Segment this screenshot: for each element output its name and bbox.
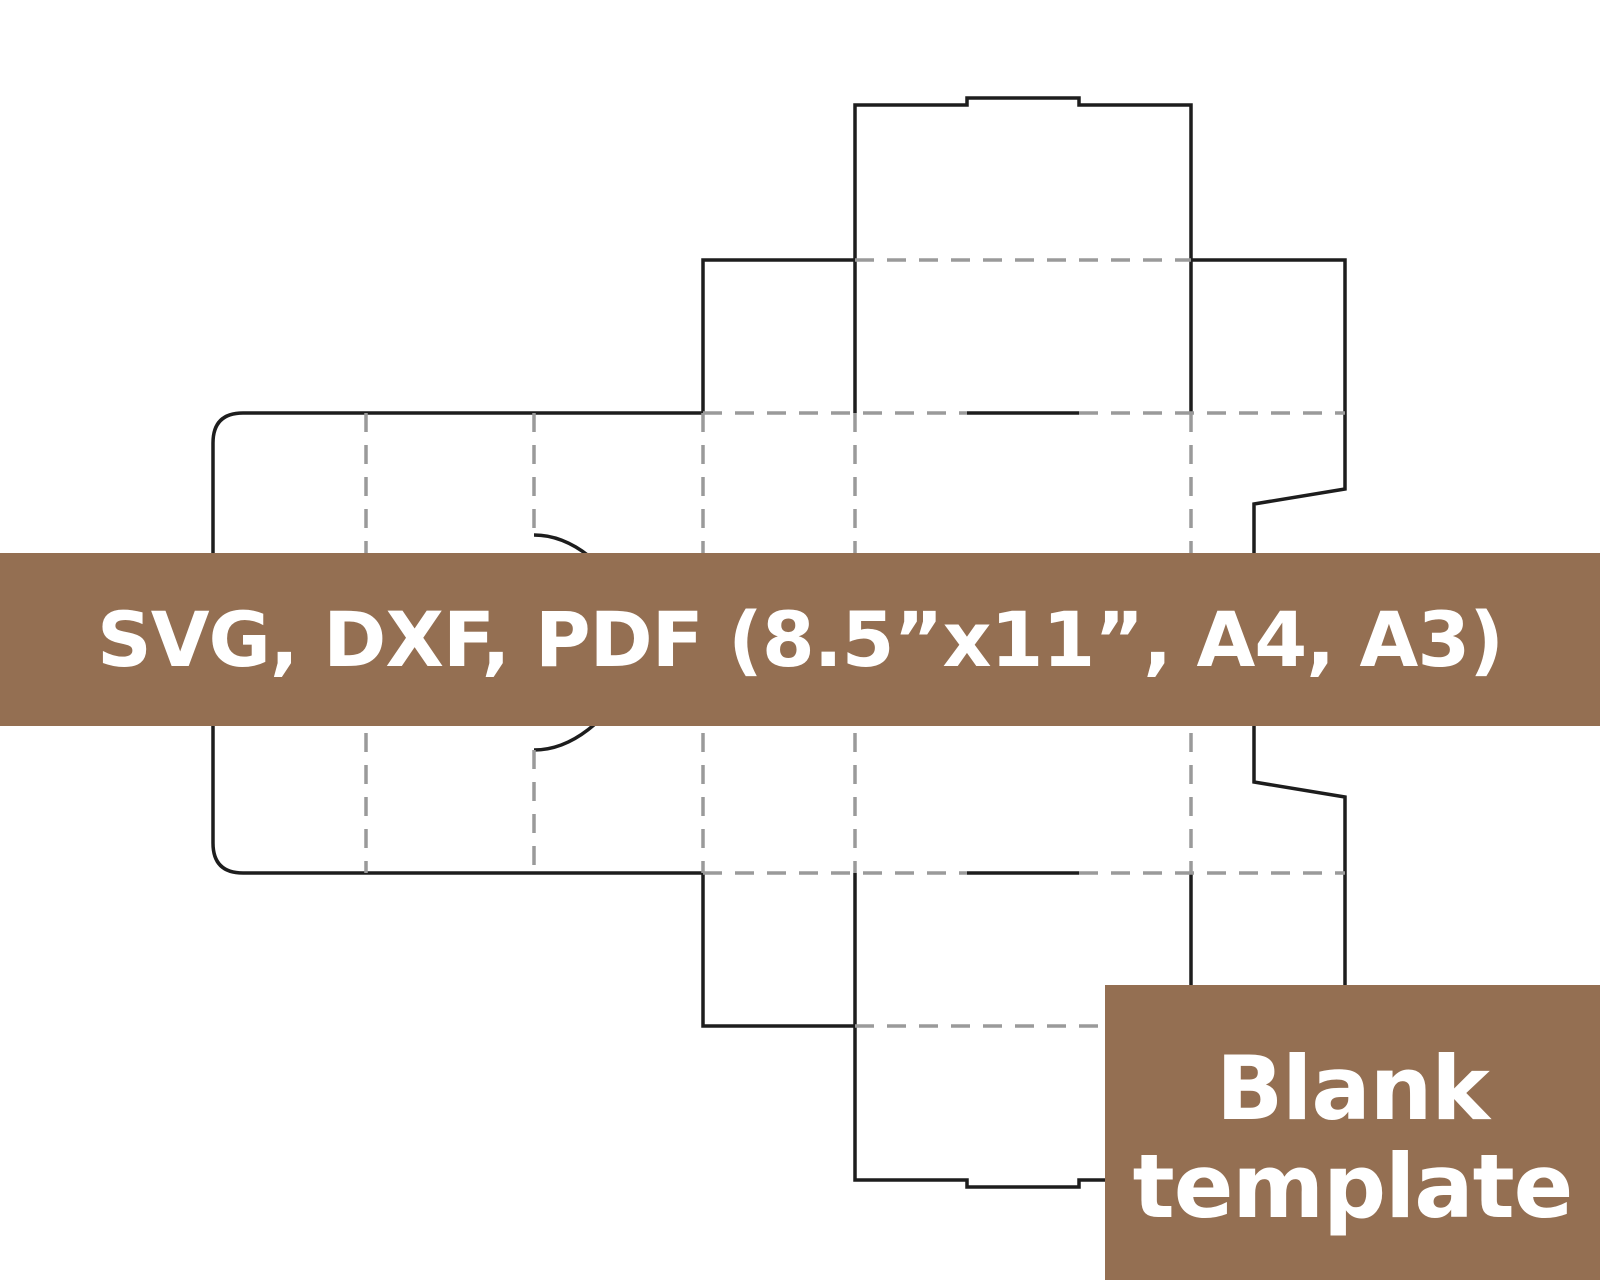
bottom-tuck-flap-cut <box>853 1026 1105 1189</box>
left-dust-flap-top-cut <box>701 258 855 413</box>
blank-label-line-2: template <box>1132 1134 1574 1238</box>
blank-template-label: Blank template <box>1105 985 1600 1280</box>
left-dust-flap-bottom-cut <box>701 873 855 1028</box>
file-formats-text: SVG, DXF, PDF (8.5”x11”, A4, A3) <box>97 595 1504 684</box>
top-tuck-flap-cut <box>853 96 1193 260</box>
file-formats-banner: SVG, DXF, PDF (8.5”x11”, A4, A3) <box>0 553 1600 726</box>
right-dust-flap-top-cut <box>1191 258 1347 413</box>
blank-label-line-1: Blank <box>1216 1036 1490 1140</box>
